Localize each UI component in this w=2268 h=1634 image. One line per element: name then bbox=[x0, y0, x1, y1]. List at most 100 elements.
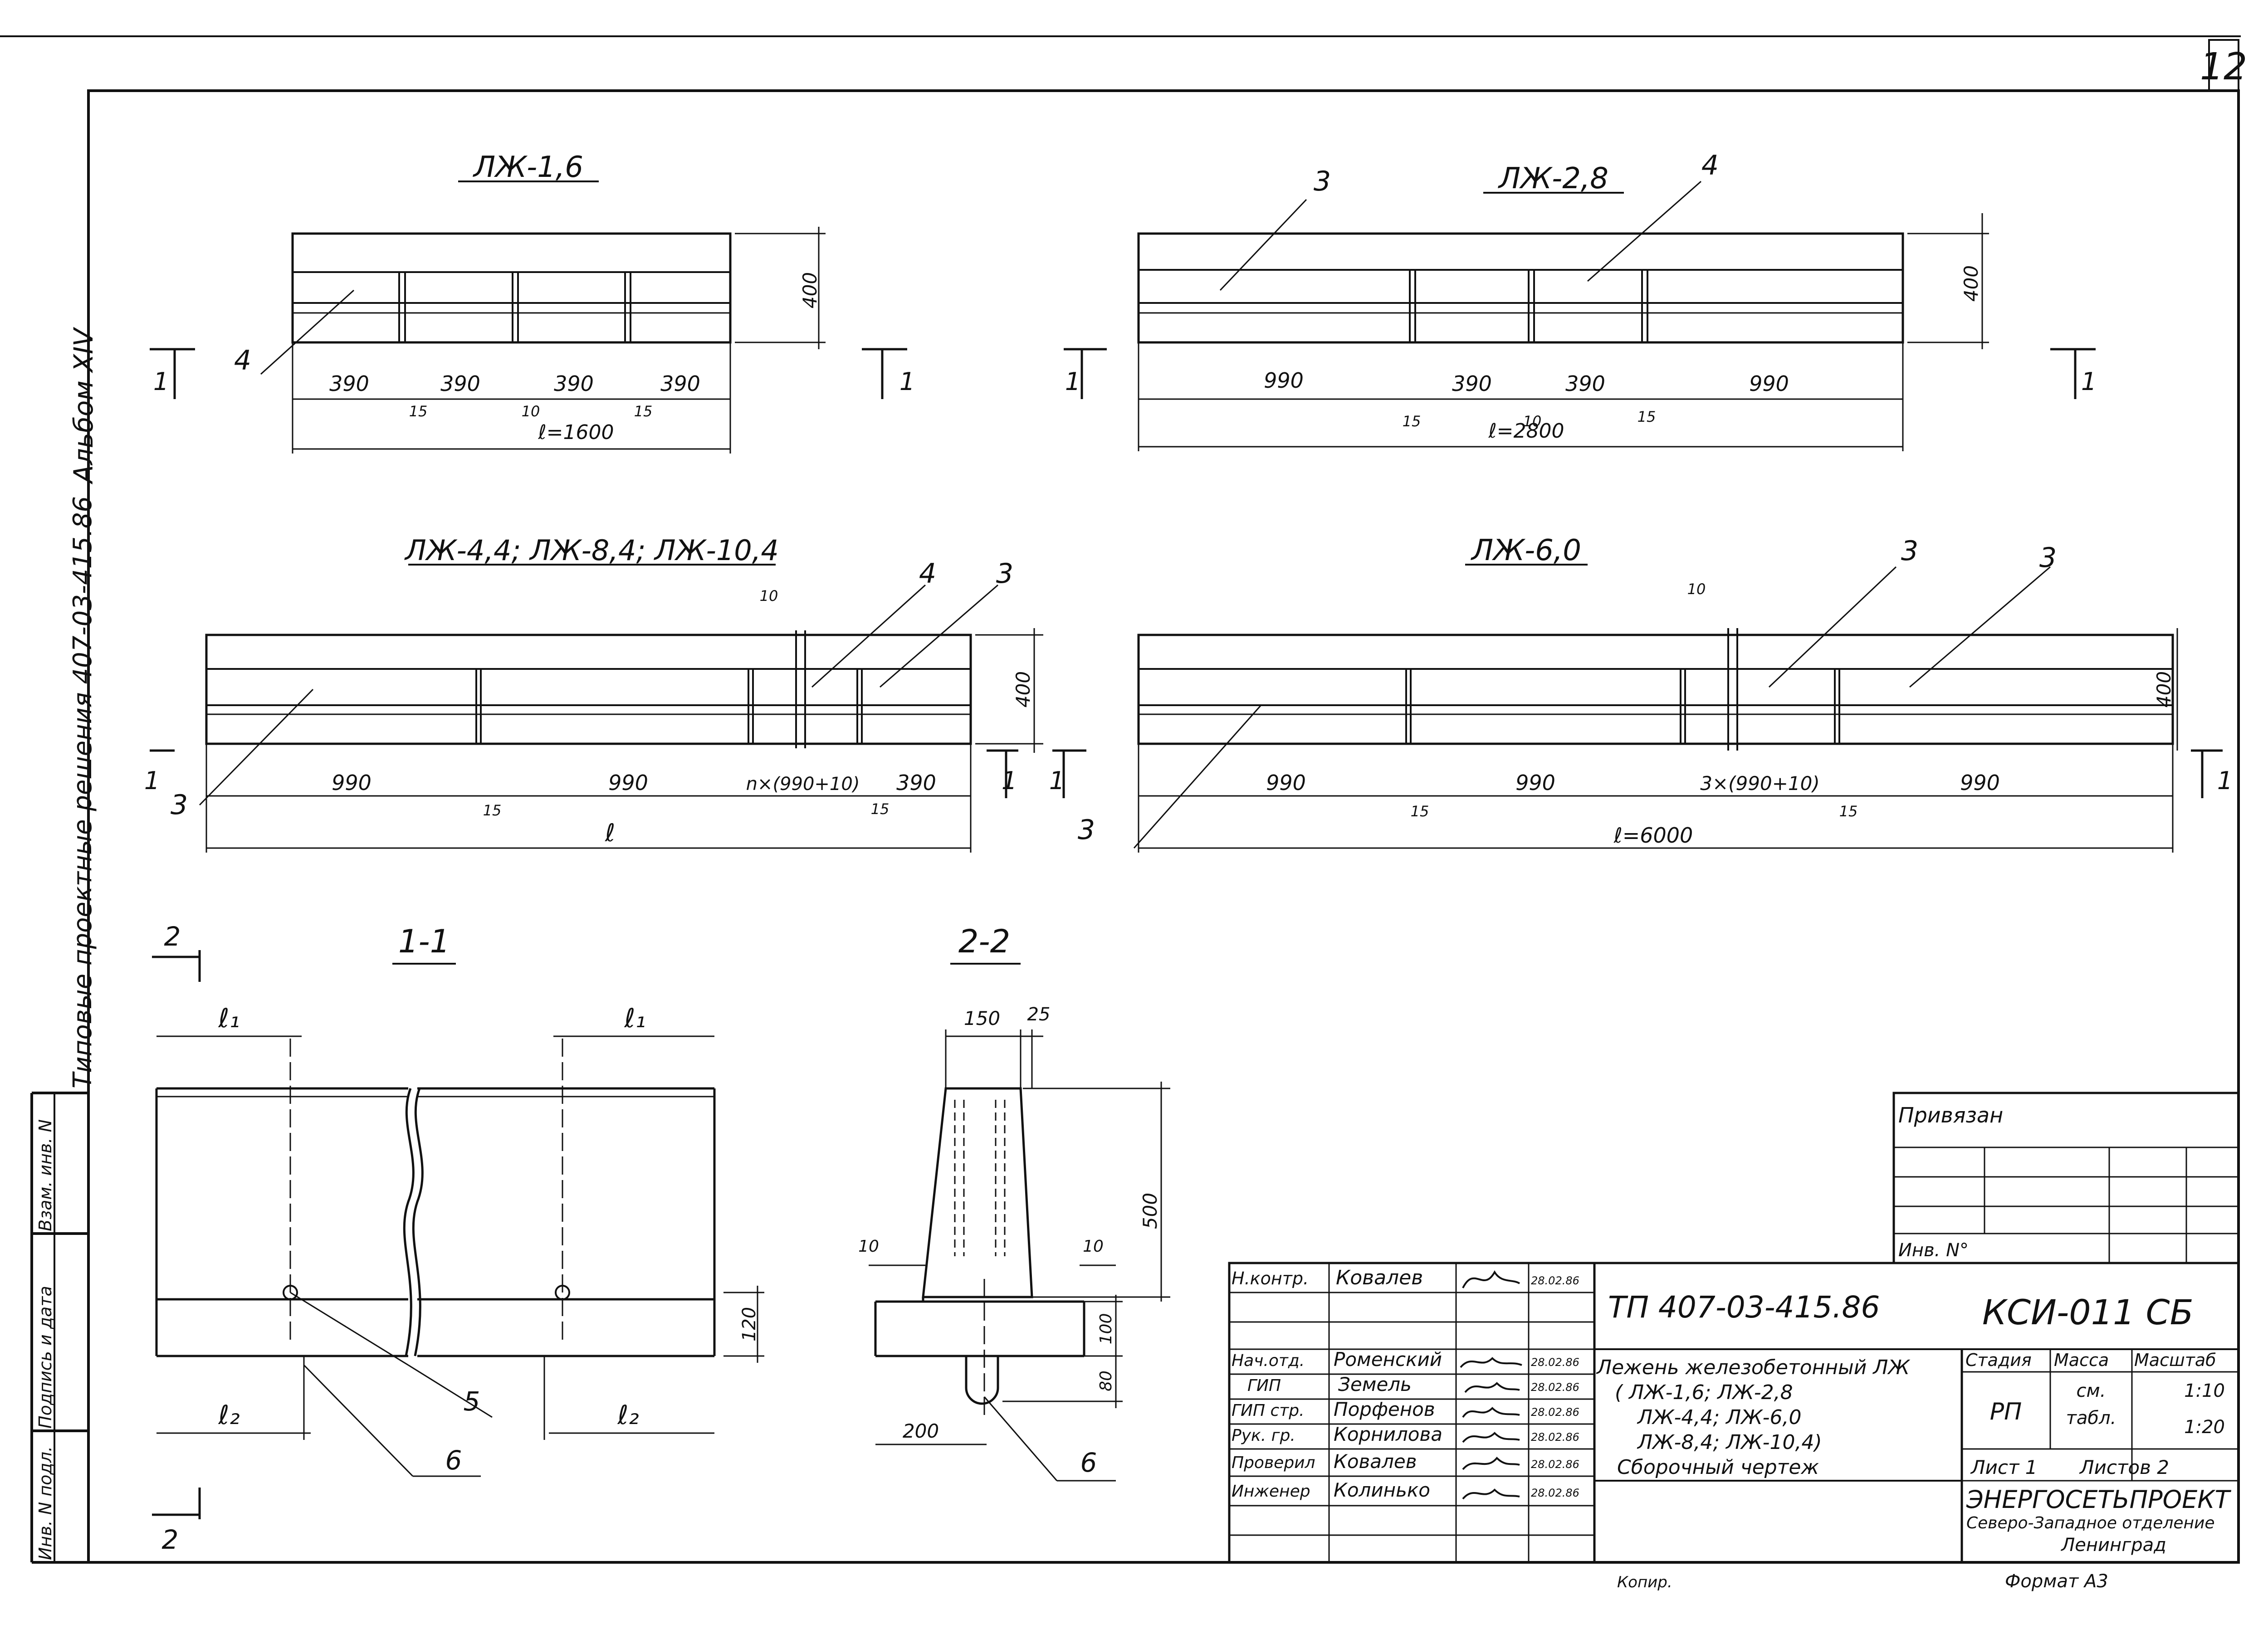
leader-label: 4 bbox=[919, 558, 936, 590]
person: Роменский bbox=[1334, 1348, 1442, 1371]
dim-label: 990 bbox=[332, 771, 371, 795]
gap-top-label: 10 bbox=[1687, 580, 1706, 598]
role: Инженер bbox=[1232, 1482, 1310, 1501]
sheets-label: Листов 2 bbox=[2079, 1456, 2169, 1478]
dim-label: ℓ₁ bbox=[624, 1003, 645, 1034]
dim-label: 10 bbox=[858, 1237, 879, 1256]
dim-label: 390 bbox=[896, 771, 936, 795]
dim-label: 990 bbox=[1515, 771, 1555, 795]
dim-label: 10 bbox=[1083, 1237, 1104, 1256]
length-label: ℓ bbox=[605, 819, 615, 847]
gap-label: 15 bbox=[634, 403, 653, 420]
view-lzh-1-6 bbox=[150, 180, 907, 454]
role: Нач.отд. bbox=[1232, 1351, 1305, 1370]
gap-label: 15 bbox=[409, 403, 428, 420]
mass-value: см. bbox=[2077, 1380, 2106, 1401]
dim-label: 990 bbox=[1266, 771, 1306, 795]
gap-label: 15 bbox=[1637, 408, 1656, 425]
scale-value: 1:20 bbox=[2184, 1417, 2225, 1438]
dim-label: 150 bbox=[964, 1007, 1000, 1029]
section-mark: 2 bbox=[164, 921, 181, 952]
mass-header: Масса bbox=[2054, 1350, 2109, 1370]
copied-label: Копир. bbox=[1617, 1573, 1672, 1591]
view-title-lzh-6-0: ЛЖ-6,0 bbox=[1471, 534, 1581, 567]
scale-header: Масштаб bbox=[2134, 1350, 2216, 1370]
dim-label: 390 bbox=[660, 371, 700, 396]
description-line: Сборочный чертеж bbox=[1617, 1456, 1819, 1479]
dim-label: 390 bbox=[1565, 371, 1605, 396]
section-mark: 2 bbox=[162, 1524, 179, 1555]
person: Ковалев bbox=[1336, 1266, 1423, 1289]
gap-label: 15 bbox=[871, 800, 890, 818]
dim-label: ℓ₁ bbox=[218, 1003, 240, 1034]
height-label: 400 bbox=[799, 272, 821, 308]
section-mark: 1 bbox=[899, 367, 915, 396]
section-1-1 bbox=[152, 950, 764, 1519]
org-name: ЭНЕРГОСЕТЬПРОЕКТ bbox=[1966, 1485, 2232, 1514]
section-mark: 1 bbox=[1065, 367, 1080, 396]
view-title-lzh-1-6: ЛЖ-1,6 bbox=[473, 151, 583, 184]
drawing-text: 1 2 ЛЖ-1,6 390 390 390 390 15 10 15 ℓ=160… bbox=[144, 45, 2247, 1592]
section-mark: 1 bbox=[1049, 766, 1065, 795]
org-dept: Северо-Западное отделение bbox=[1966, 1514, 2215, 1532]
person: Земель bbox=[1338, 1373, 1412, 1395]
section-mark: 1 bbox=[1002, 766, 1017, 795]
leader-label: 3 bbox=[171, 789, 188, 821]
dim-label: 990 bbox=[1749, 371, 1789, 396]
dim-label: 390 bbox=[554, 371, 594, 396]
org-city: Ленинград bbox=[2060, 1535, 2166, 1556]
section-mark: 1 bbox=[2081, 367, 2097, 396]
stage-header: Стадия bbox=[1965, 1350, 2032, 1370]
view-lzh-2-8 bbox=[1064, 180, 2096, 451]
length-label: ℓ=6000 bbox=[1613, 823, 1693, 848]
section-2-2 bbox=[869, 963, 1170, 1482]
leader-label: 4 bbox=[234, 345, 251, 376]
height-label: 400 bbox=[1960, 265, 1982, 302]
album-label: Альбом XIV bbox=[68, 328, 99, 483]
date: 28.02.86 bbox=[1531, 1487, 1579, 1499]
view-lzh-4-4 bbox=[150, 564, 1043, 853]
role: ГИП bbox=[1247, 1376, 1281, 1395]
drawing-frame bbox=[87, 89, 2240, 1564]
dim-label: 100 bbox=[1097, 1313, 1115, 1345]
dim-label: ℓ₂ bbox=[218, 1400, 240, 1430]
date: 28.02.86 bbox=[1531, 1458, 1579, 1471]
person: Порфенов bbox=[1334, 1398, 1435, 1420]
view-title-lzh-4-4: ЛЖ-4,4; ЛЖ-8,4; ЛЖ-10,4 bbox=[404, 534, 779, 567]
scale-value: 1:10 bbox=[2184, 1380, 2225, 1401]
dim-label: ℓ₂ bbox=[617, 1400, 639, 1430]
dim-label: 25 bbox=[1027, 1004, 1051, 1025]
dim-label: 80 bbox=[1097, 1371, 1115, 1391]
dim-label: 990 bbox=[1960, 771, 2000, 795]
section-mark: 1 bbox=[144, 766, 160, 795]
date: 28.02.86 bbox=[1531, 1431, 1579, 1444]
role: Проверил bbox=[1232, 1454, 1315, 1472]
leader-label: 4 bbox=[1701, 150, 1719, 181]
title-block bbox=[1228, 1092, 2240, 1564]
dim-label: 390 bbox=[329, 371, 369, 396]
series-label: Типовые проектные решения 407-03-415.86 bbox=[68, 496, 98, 1088]
leader-label: 3 bbox=[1078, 814, 1095, 846]
sheet-label: Лист 1 bbox=[1970, 1456, 2038, 1478]
dim-label: 120 bbox=[739, 1307, 760, 1341]
person: Ковалев bbox=[1334, 1450, 1417, 1473]
view-lzh-6-0 bbox=[1052, 564, 2223, 853]
dim-label: 990 bbox=[1264, 368, 1304, 393]
date: 28.02.86 bbox=[1531, 1274, 1579, 1287]
section-mark: 1 bbox=[153, 367, 169, 396]
section-title-1-1: 1-1 bbox=[398, 923, 450, 960]
view-title-lzh-2-8: ЛЖ-2,8 bbox=[1498, 162, 1608, 195]
inv-label: Инв. N° bbox=[1898, 1240, 1969, 1261]
person: Корнилова bbox=[1334, 1423, 1442, 1445]
length-label: ℓ=1600 bbox=[538, 421, 614, 444]
gap-label: 10 bbox=[522, 403, 540, 420]
attached-label: Привязан bbox=[1898, 1103, 2003, 1127]
section-mark: 1 bbox=[2217, 766, 2233, 795]
length-label: ℓ=2800 bbox=[1488, 419, 1564, 443]
person: Колинько bbox=[1334, 1479, 1430, 1501]
date: 28.02.86 bbox=[1531, 1406, 1579, 1419]
role: Рук. гр. bbox=[1232, 1426, 1295, 1445]
role: ГИП стр. bbox=[1232, 1401, 1305, 1420]
doc-code: ТП 407-03-415.86 bbox=[1608, 1290, 1880, 1325]
